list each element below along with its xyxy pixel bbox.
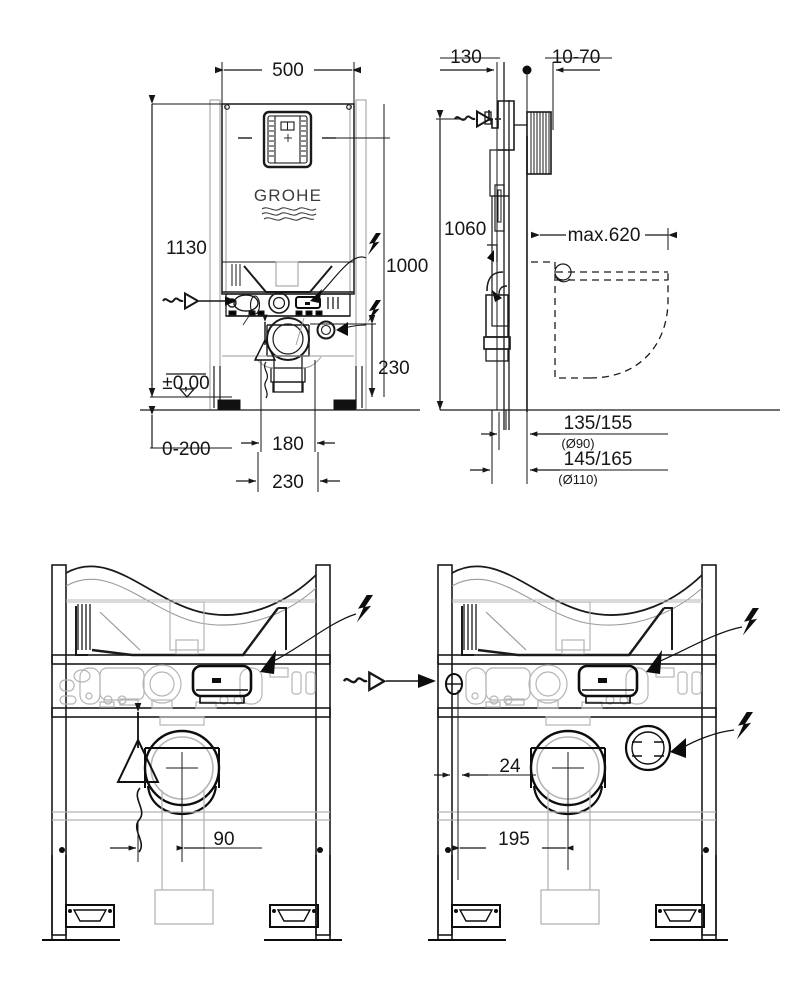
dim-label-195: 195 (498, 829, 530, 850)
dim-outlet-110: 145/165 (Ø110) (470, 412, 668, 487)
dim-width-230-bottom: 230 (236, 452, 340, 493)
water-supply-symbol-side (454, 110, 503, 128)
dim-label-max-620: max.620 (568, 225, 641, 246)
dim-label-1000: 1000 (386, 256, 428, 277)
lightning-bolt-icon-2 (336, 300, 381, 336)
wc-bowl-fitting (554, 263, 572, 283)
side-section-view: 130 10-70 (436, 47, 780, 487)
dim-plate-10-70: 10-70 (522, 47, 612, 136)
dim-label-500: 500 (272, 60, 304, 81)
wc-bowl-outline (531, 261, 669, 379)
water-supply-symbol-mid (342, 671, 436, 691)
dim-label-10-70: 10-70 (552, 47, 601, 68)
dim-label-zero: ±0,00 (162, 373, 209, 394)
dim-label-90: 90 (213, 829, 234, 850)
dim-outlet-90: 135/155 (Ø90) (481, 412, 668, 484)
dim-label-230: 230 (378, 358, 410, 379)
flush-plate-opening (238, 110, 390, 169)
air-vent-arrow-icon-2 (116, 703, 160, 853)
dim-label-135-155: 135/155 (564, 413, 633, 434)
dim-label-230-bottom: 230 (272, 472, 304, 493)
dim-height-1130: 1130 (148, 95, 222, 397)
brand-label: GROHE (254, 186, 322, 205)
dim-offset-195: 195 (452, 768, 574, 870)
lightning-bolt-icon-3 (260, 595, 373, 674)
side-frame-body (440, 62, 780, 430)
cistern-internals (222, 261, 354, 393)
dim-label-24: 24 (499, 756, 521, 777)
dim-width-500: 500 (215, 60, 361, 104)
dim-offset-90: 90 (110, 768, 262, 862)
dim-label-145-165: 145/165 (564, 449, 633, 470)
dim-width-180: 180 (241, 360, 335, 455)
lightning-bolt-icon-5 (670, 712, 753, 758)
flush-valve-module-right (577, 664, 639, 704)
dim-height-1060: 1060 (436, 110, 486, 410)
dim-label-d110: (Ø110) (558, 472, 598, 487)
floor-level-marker: ±0,00 (150, 373, 232, 398)
dim-label-130: 130 (450, 47, 482, 68)
dim-height-230: 230 (310, 315, 410, 397)
dim-label-180: 180 (272, 434, 304, 455)
grohe-logo: GROHE (254, 186, 322, 221)
lightning-bolt-icon-4 (646, 608, 759, 674)
dim-height-1000: 1000 (383, 104, 428, 397)
dim-label-1130: 1130 (166, 238, 207, 259)
dim-label-0-200: 0-200 (162, 439, 211, 460)
flush-valve-module (191, 664, 253, 704)
air-vent-arrow-icon (253, 314, 277, 399)
frame-detail-left-view: 90 (42, 564, 373, 941)
front-elevation-view: 500 (140, 60, 428, 493)
dim-max-620: max.620 (531, 225, 677, 250)
dim-adjust-0-200: 0-200 (148, 406, 232, 460)
frame-legs (140, 366, 420, 411)
frame-detail-right-view: 24 195 (428, 564, 759, 941)
dim-label-1060: 1060 (444, 219, 486, 240)
water-supply-symbol (162, 292, 237, 310)
lightning-bolt-icon-1 (310, 233, 381, 303)
dim-depth-130: 130 (440, 47, 500, 410)
vent-ring (624, 724, 672, 772)
dim-label-d90: (Ø90) (561, 436, 594, 451)
